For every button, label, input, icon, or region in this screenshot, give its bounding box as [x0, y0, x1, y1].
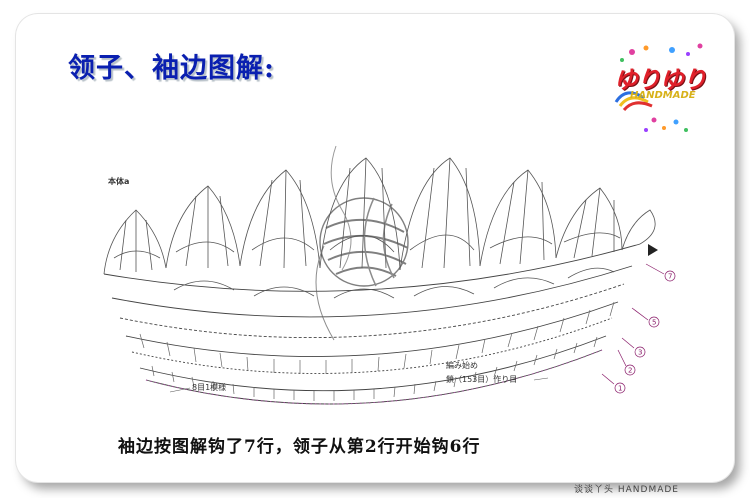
row-markers: [617, 263, 676, 376]
yarn-ball-watermark-icon: [315, 145, 409, 341]
diagram-label-repeat: 8目1模様: [192, 382, 226, 392]
row-marker-3: 3: [638, 349, 642, 357]
row-marker-5: 5: [652, 319, 656, 327]
crochet-chart-diagram: 7 5 3 2 1 本体a 8目1模様 編み始め 鎖（153目）作り目: [103, 145, 676, 405]
diagram-label-top: 本体a: [107, 176, 129, 186]
foundation-chain: [145, 349, 603, 405]
row-marker-7: 7: [668, 273, 672, 281]
caption-text: 袖边按图解钩了7行，领子从第2行开始钩6行: [118, 437, 481, 457]
direction-arrow-icon: [648, 244, 658, 256]
brand-logo: ゆりゆり HANDMADE: [602, 40, 714, 136]
diagram-label-foundation: 鎖（153目）作り目: [446, 374, 517, 384]
diagram-label-start: 編み始め: [446, 360, 478, 370]
logo-decoration-icon: [614, 43, 703, 132]
row-marker-line-1: [601, 373, 615, 385]
footer-watermark: 谈谈丫头 HANDMADE: [574, 485, 679, 495]
row-marker-circle-1: [614, 382, 626, 394]
fan-motifs: [103, 157, 656, 299]
repeat-bracket: [169, 387, 191, 393]
row-marker-1: 1: [618, 385, 622, 393]
stitch-marks: [139, 301, 615, 401]
row-marker-2: 2: [628, 367, 632, 375]
slide-frame: 领子、袖边图解: ゆりゆり HANDMADE: [16, 14, 734, 482]
page-title: 领子、袖边图解:: [68, 53, 275, 84]
foundation-pointer: [533, 377, 549, 381]
logo-text: ゆりゆり: [614, 66, 707, 94]
logo-subtext: HANDMADE: [630, 90, 696, 101]
